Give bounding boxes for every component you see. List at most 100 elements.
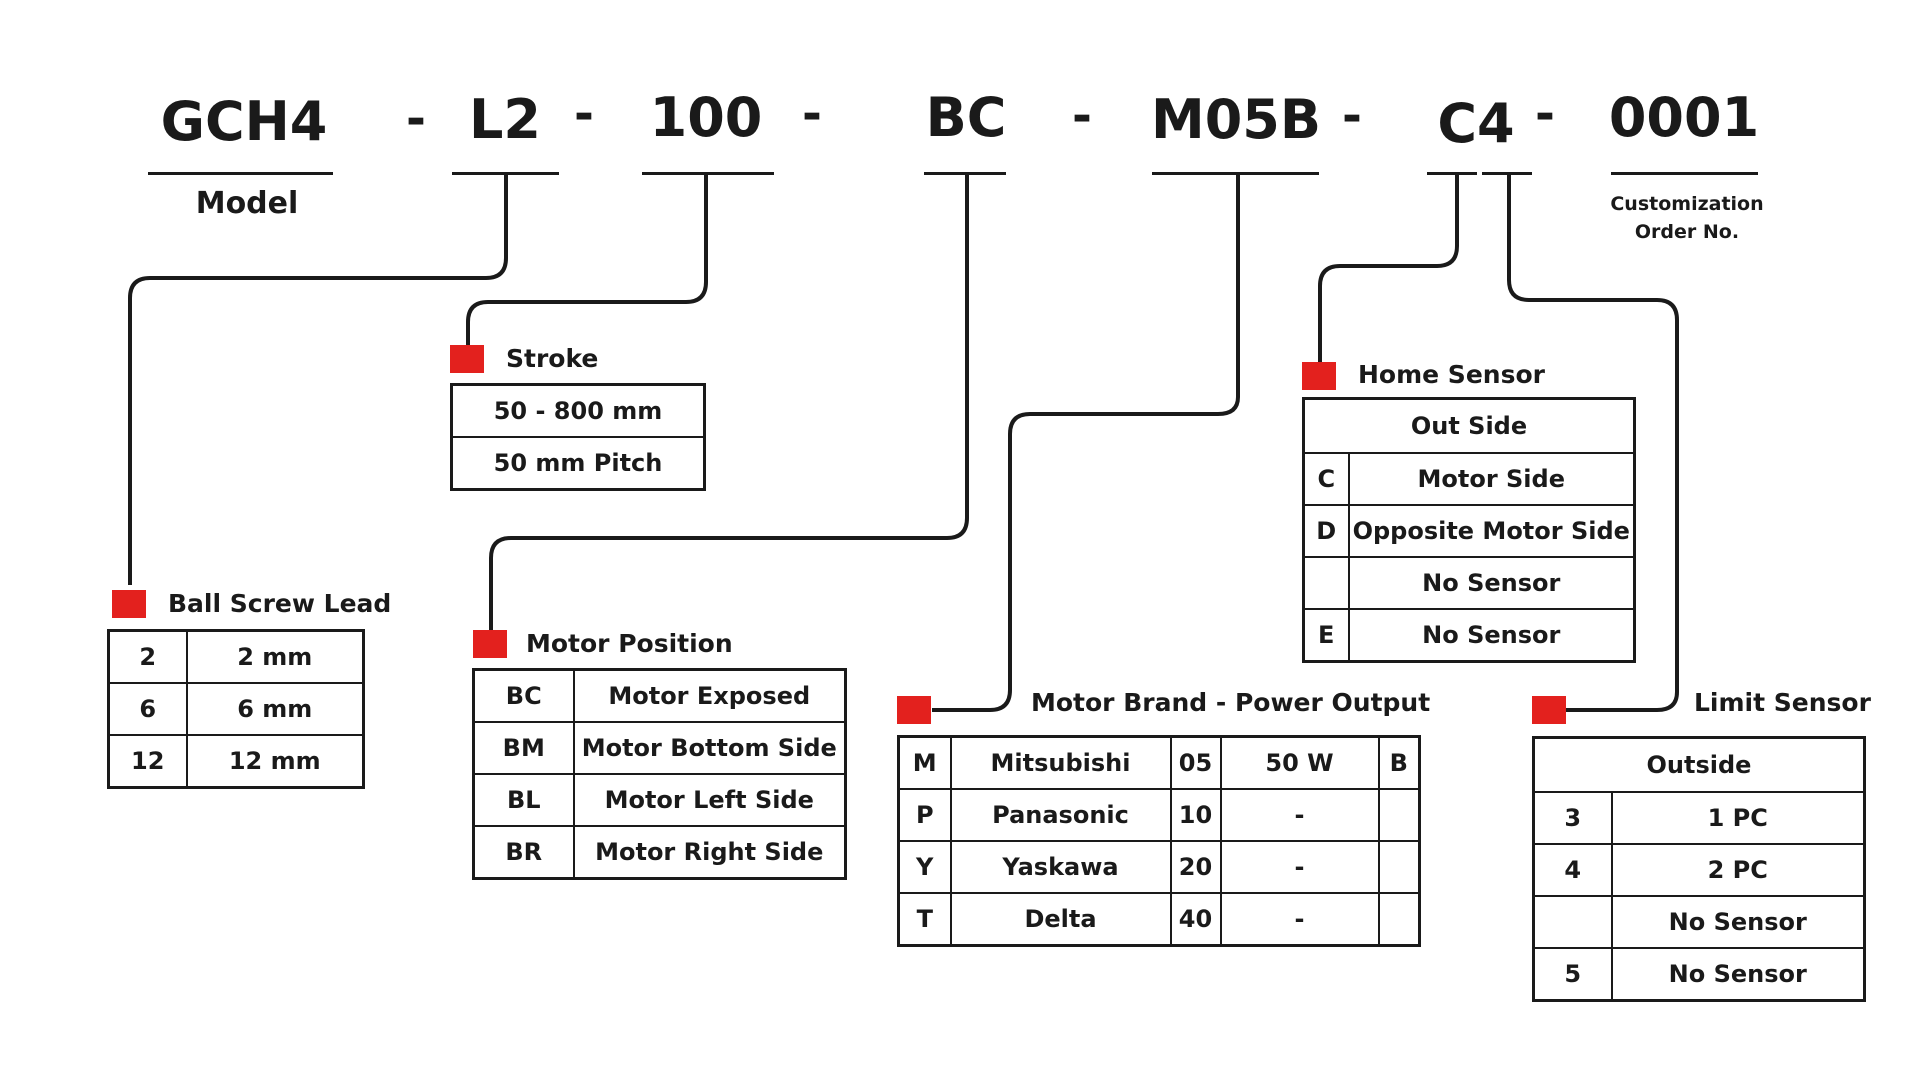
separator-5: - (1342, 88, 1362, 144)
position-code: BC (472, 668, 575, 723)
wire-lead (128, 172, 508, 585)
power-output: - (1219, 892, 1380, 947)
stroke-marker (450, 345, 484, 373)
code-motor-position: BC (925, 86, 1007, 149)
underline-order-no (1611, 172, 1758, 175)
motor-brand-title: Motor Brand - Power Output (1031, 688, 1431, 717)
position-code: BL (472, 773, 575, 827)
table-row: P Panasonic 10 - (897, 788, 1421, 842)
position-code: BM (472, 721, 575, 775)
table-row: T Delta 40 - (897, 892, 1421, 947)
home-value: Motor Side (1347, 452, 1636, 506)
lead-value: 6 mm (185, 682, 365, 736)
position-code: BR (472, 825, 575, 880)
lead-code: 12 (107, 734, 188, 789)
position-value: Motor Right Side (572, 825, 847, 880)
power-output: - (1219, 788, 1380, 842)
lead-title: Ball Screw Lead (168, 589, 392, 618)
table-row: M Mitsubishi 05 50 W B (897, 735, 1421, 790)
motor-brand-table: M Mitsubishi 05 50 W B P Panasonic 10 - … (897, 735, 1421, 947)
stroke-table: 50 - 800 mm 50 mm Pitch (450, 383, 706, 491)
separator-2: - (574, 86, 594, 142)
table-row: Out Side (1302, 397, 1636, 454)
separator-1: - (406, 91, 426, 147)
code-model: GCH4 (160, 90, 328, 153)
limit-sensor-marker (1532, 696, 1566, 724)
underline-model (148, 172, 333, 175)
wire-stroke (466, 172, 708, 345)
power-code: 05 (1169, 735, 1222, 790)
lead-code: 6 (107, 682, 188, 736)
limit-code: 3 (1532, 791, 1613, 845)
home-sensor-header: Out Side (1302, 397, 1636, 454)
caption-model: Model (195, 186, 299, 221)
underline-lead (452, 172, 559, 175)
code-order-no: 0001 (1608, 86, 1760, 149)
wire-home-sensor (1318, 172, 1459, 362)
brand-suffix (1377, 892, 1421, 947)
home-value: No Sensor (1347, 556, 1636, 610)
lead-value: 2 mm (185, 629, 365, 684)
brand-name: Mitsubishi (949, 735, 1172, 790)
stroke-title: Stroke (506, 344, 599, 373)
limit-sensor-title: Limit Sensor (1694, 688, 1871, 717)
power-code: 10 (1169, 788, 1222, 842)
brand-suffix: B (1377, 735, 1421, 790)
motor-position-title: Motor Position (526, 629, 733, 658)
brand-code: M (897, 735, 952, 790)
table-row: 50 - 800 mm (450, 383, 706, 438)
table-row: No Sensor (1302, 556, 1636, 610)
underline-motor-position (924, 172, 1006, 175)
limit-code: 5 (1532, 947, 1613, 1002)
position-value: Motor Exposed (572, 668, 847, 723)
power-code: 40 (1169, 892, 1222, 947)
separator-4: - (1072, 88, 1092, 144)
lead-marker (112, 590, 146, 618)
table-row: 50 mm Pitch (450, 436, 706, 491)
power-output: 50 W (1219, 735, 1380, 790)
limit-value: 2 PC (1610, 843, 1866, 897)
brand-code: Y (897, 840, 952, 894)
code-sensor: C4 (1437, 92, 1515, 155)
home-code: C (1302, 452, 1350, 506)
brand-code: P (897, 788, 952, 842)
lead-value: 12 mm (185, 734, 365, 789)
brand-suffix (1377, 788, 1421, 842)
brand-name: Panasonic (949, 788, 1172, 842)
home-code: D (1302, 504, 1350, 558)
underline-stroke (642, 172, 774, 175)
limit-code: 4 (1532, 843, 1613, 897)
underline-limit-sensor (1482, 172, 1532, 175)
home-value: No Sensor (1347, 608, 1636, 663)
motor-position-marker (473, 630, 507, 658)
lead-code: 2 (107, 629, 188, 684)
table-row: Y Yaskawa 20 - (897, 840, 1421, 894)
position-value: Motor Bottom Side (572, 721, 847, 775)
brand-name: Delta (949, 892, 1172, 947)
code-motor-brand: M05B (1150, 88, 1322, 151)
table-row: Outside (1532, 736, 1866, 793)
wire-motor-position (489, 172, 969, 630)
brand-code: T (897, 892, 952, 947)
separator-6: - (1535, 86, 1555, 142)
wire-limit-sensor (1507, 172, 1679, 712)
code-stroke: 100 (649, 86, 763, 149)
limit-code (1532, 895, 1613, 949)
caption-order-no: Customization Order No. (1610, 190, 1763, 246)
brand-suffix (1377, 840, 1421, 894)
stroke-range: 50 - 800 mm (450, 383, 706, 438)
home-code: E (1302, 608, 1350, 663)
underline-home-sensor (1427, 172, 1477, 175)
